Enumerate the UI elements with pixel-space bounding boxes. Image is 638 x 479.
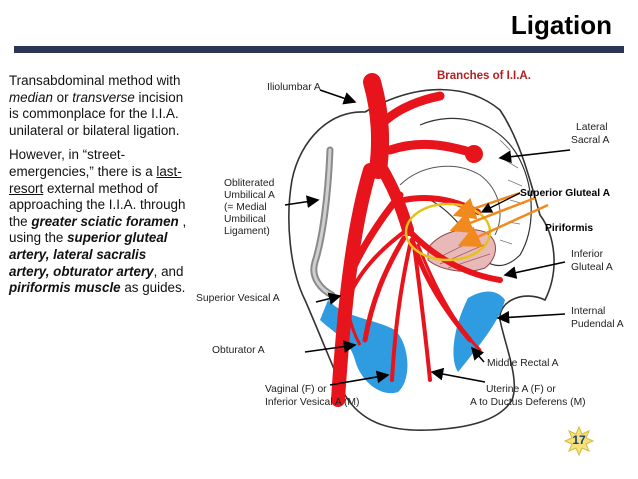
label-piriformis: Piriformis	[545, 223, 593, 234]
paragraph-1: Transabdominal method with median or tra…	[9, 73, 189, 139]
arrow-iliolumbar	[319, 89, 357, 105]
p2-text-e: , using the	[9, 213, 187, 246]
label-inferior-gluteal-1: Inferior	[571, 249, 604, 260]
label-middle-rectal: Middle Rectal A	[487, 358, 559, 369]
label-internal-pudendal-2: Pudendal A	[571, 319, 624, 330]
p2-last-resort: last-resort	[9, 163, 182, 196]
umbilical-artery	[344, 191, 404, 284]
vaginal-artery	[390, 243, 412, 382]
vein-structure-2	[453, 291, 505, 372]
superior-vesical-artery	[350, 230, 406, 292]
label-obturator: Obturator A	[212, 345, 265, 356]
label-lateral-sacral-1: Lateral	[576, 122, 607, 133]
body-text: Transabdominal method with median or tra…	[9, 73, 189, 305]
arrow-middle-rectal	[470, 346, 485, 363]
p1-text-a: Transabdominal method with	[9, 73, 181, 88]
orange-arrow-piriformis	[457, 203, 549, 247]
p2-piriformis: piriformis muscle	[9, 280, 121, 296]
paragraph-2: However, in “street-emergencies,” there …	[9, 147, 189, 296]
p2-text-g: , and	[153, 263, 184, 279]
label-obliterated-umbilical-5: Ligament)	[224, 226, 270, 237]
p2-text-i: as guides.	[120, 280, 186, 296]
p1-text-c: or	[52, 89, 73, 105]
label-inferior-gluteal-2: Gluteal A	[571, 262, 613, 273]
lateral-sacral-artery	[385, 139, 475, 157]
slide-title: Ligation	[510, 10, 612, 40]
arrow-uterine	[430, 367, 486, 383]
orange-arrow-lateral-sacral	[449, 196, 536, 234]
label-obliterated-umbilical-2: Umbilical A	[224, 190, 275, 201]
middle-rectal-artery	[416, 243, 482, 352]
p2-arteries: superior gluteal artery, lateral sacrali…	[9, 230, 168, 279]
arrow-superior-vesical	[315, 292, 342, 305]
arrow-inferior-gluteal	[503, 261, 566, 279]
iliolumbar-artery	[381, 91, 445, 125]
arrow-lateral-sacral	[498, 149, 571, 164]
p2-greater-sciatic-foramen: greater sciatic foramen	[31, 213, 179, 229]
p1-median: median	[9, 89, 53, 105]
diagram-heading: Branches of I.I.A.	[437, 70, 531, 82]
uterine-artery	[412, 243, 432, 382]
arrow-internal-pudendal	[496, 310, 566, 324]
external-iliac-artery	[331, 163, 377, 407]
p1-text-e: incision is commonplace for the I.I.A. u…	[9, 89, 184, 138]
p2-text-c: external method of approaching the I.I.A…	[9, 180, 186, 229]
arrow-vaginal	[329, 370, 390, 386]
label-internal-pudendal-1: Internal	[571, 306, 605, 317]
label-uterine-2: A to Ductus Deferens (M)	[470, 397, 586, 408]
label-lateral-sacral-2: Sacral A	[571, 135, 609, 146]
page-number: 17	[572, 433, 586, 447]
inferior-gluteal-artery	[407, 229, 503, 283]
label-uterine-1: Uterine A (F) or	[486, 384, 556, 395]
label-obliterated-umbilical-1: Obliterated	[224, 178, 275, 189]
label-obliterated-umbilical-3: (= Medial	[224, 202, 267, 213]
label-vaginal-2: Inferior Vesical A (M)	[265, 397, 359, 408]
starburst-icon	[564, 426, 594, 456]
arrow-obliterated-umbilical	[284, 195, 320, 209]
label-superior-vesical: Superior Vesical A	[196, 293, 280, 304]
p2-text-a: However, in “street-emergencies,” there …	[9, 147, 157, 179]
bone-hatch	[499, 139, 525, 245]
label-obliterated-umbilical-4: Umbilical	[224, 214, 266, 225]
obturator-artery	[362, 235, 407, 343]
page-number-badge: 17	[564, 426, 594, 456]
title-rule	[14, 46, 624, 53]
p1-transverse: transverse	[72, 89, 135, 105]
arrow-obturator	[304, 340, 357, 353]
label-vaginal-1: Vaginal (F) or	[265, 384, 327, 395]
arrow-superior-gluteal	[480, 192, 521, 213]
label-iliolumbar: Iliolumbar A	[267, 82, 321, 93]
common-iliac-artery	[363, 73, 389, 179]
inner-bone-outline	[399, 165, 501, 236]
label-superior-gluteal: Superior Gluteal A	[520, 188, 611, 199]
